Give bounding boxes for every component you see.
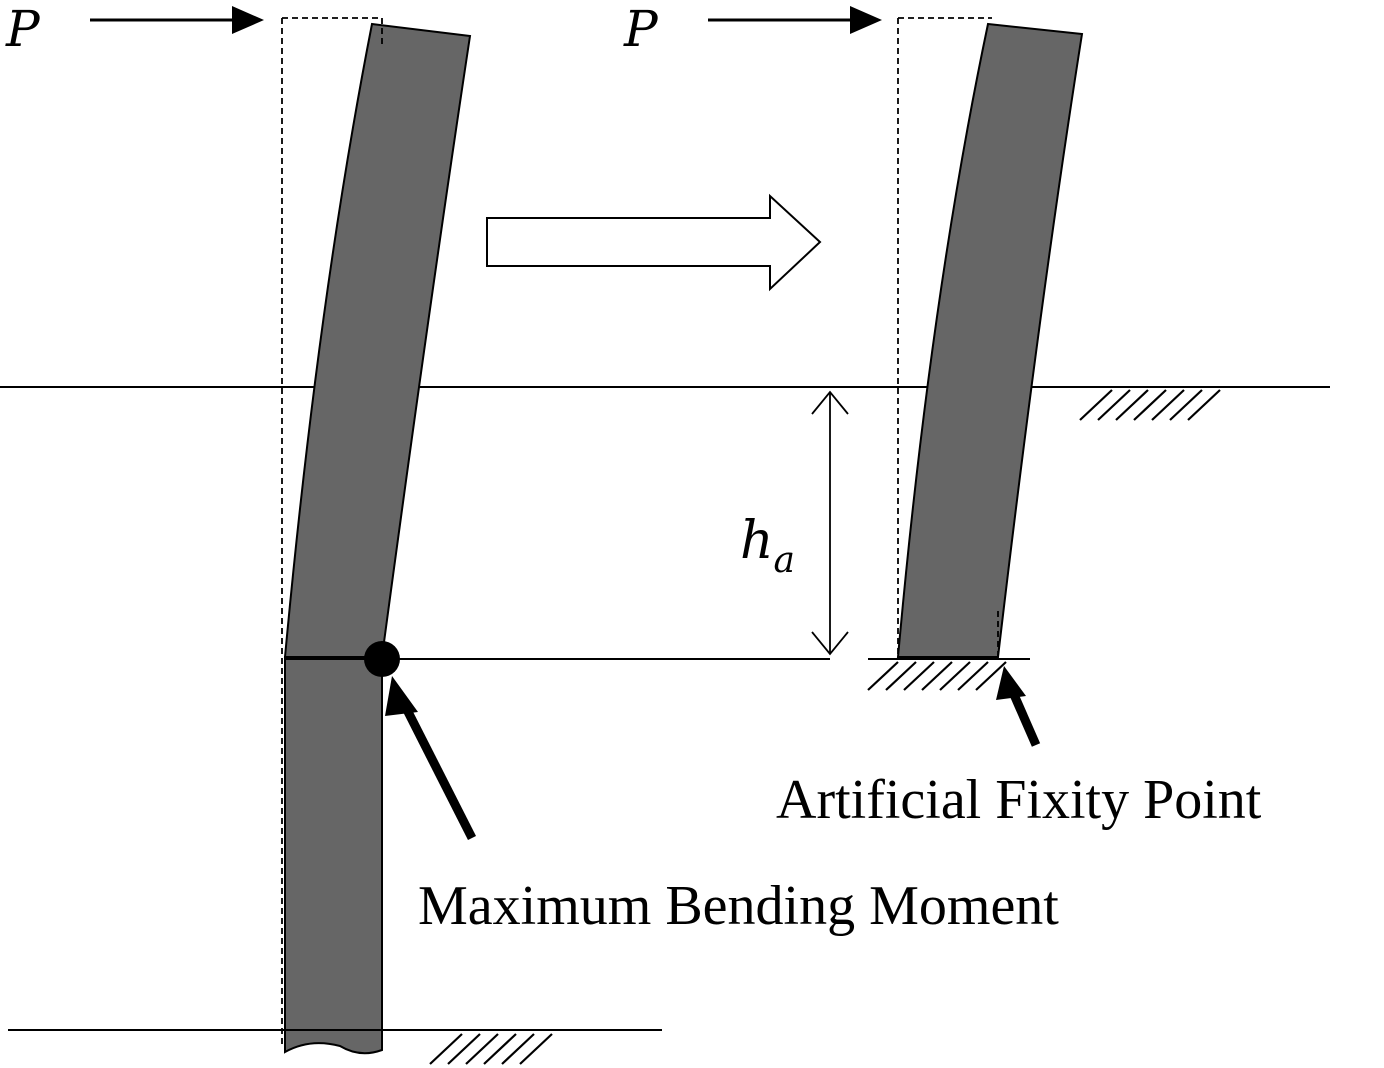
force-label-right: P [623, 0, 659, 58]
pile-tip-hatching [429, 1033, 553, 1065]
equivalent-pile-group: P [623, 0, 1221, 747]
undeflected-pile-outline-left [281, 17, 383, 1045]
force-arrow-left-head [232, 6, 264, 34]
actual-pile-group: P [0, 0, 1330, 1065]
force-label-left: P [5, 0, 41, 58]
fixity-pointer-head [996, 666, 1026, 700]
depth-dimension: ha [740, 390, 849, 656]
force-arrow-right-head [850, 6, 882, 34]
max-moment-pointer-head [385, 676, 418, 716]
depth-dimension-bottom-head [811, 631, 849, 656]
max-moment-point [364, 641, 400, 677]
deflected-pile-left [283, 22, 472, 658]
deflected-pile-right [896, 22, 1084, 658]
max-moment-pointer-arrow [395, 693, 477, 841]
fixity-hatching [867, 661, 1007, 691]
depth-label: ha [740, 511, 795, 581]
undeflected-pile-outline-right [897, 17, 999, 657]
depth-dimension-top-head [811, 390, 849, 415]
fixity-point-label: Artificial Fixity Point [776, 769, 1262, 831]
depth-label-subscript: a [774, 540, 795, 581]
equivalence-arrow [486, 193, 822, 292]
embedded-pile-section [284, 656, 383, 1055]
max-moment-label: Maximum Bending Moment [418, 875, 1059, 937]
depth-label-main: h [740, 511, 774, 571]
fixity-pointer-arrow [1007, 688, 1041, 747]
ground-hatching-right [1079, 389, 1221, 421]
